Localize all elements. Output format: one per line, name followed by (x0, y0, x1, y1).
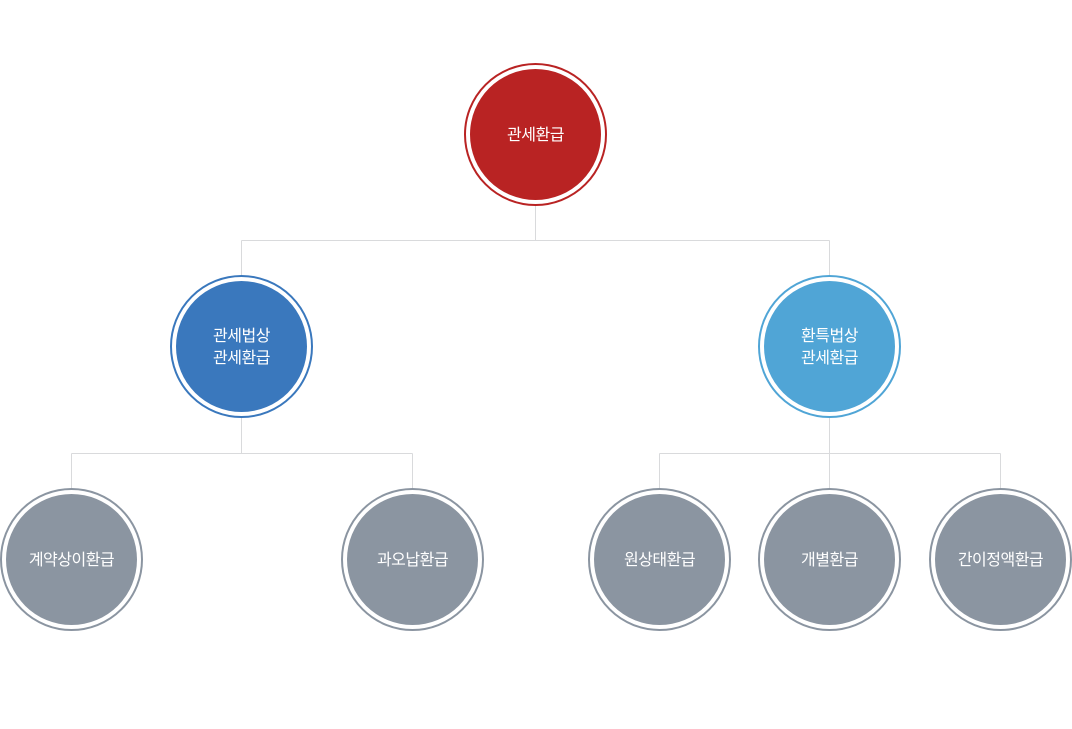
leaf-node-original-state: 원상태환급 (588, 488, 731, 631)
leaf-node-body: 원상태환급 (594, 494, 725, 625)
leaf-node-overpayment: 과오납환급 (341, 488, 484, 631)
leaf-node-body: 계약상이환급 (6, 494, 137, 625)
leaf-node-body: 간이정액환급 (935, 494, 1066, 625)
leaf-node-contract-discrepancy: 계약상이환급 (0, 488, 143, 631)
branch-node-label-line2: 관세환급 (801, 347, 858, 367)
branch-node-customs-act-body: 관세법상 관세환급 (176, 281, 307, 412)
leaf-node-body: 개별환급 (764, 494, 895, 625)
branch-node-label-line1: 관세법상 (213, 325, 270, 345)
leaf-node-simplified-fixed: 간이정액환급 (929, 488, 1072, 631)
leaf-node-label: 계약상이환급 (28, 549, 115, 569)
branch-node-refund-act-body: 환특법상 관세환급 (764, 281, 895, 412)
branch-node-refund-act: 환특법상 관세환급 (758, 275, 901, 418)
branch-node-customs-act: 관세법상 관세환급 (170, 275, 313, 418)
leaf-node-label: 간이정액환급 (957, 549, 1044, 569)
root-node-body: 관세환급 (470, 69, 601, 200)
branch-node-label-line2: 관세환급 (213, 347, 270, 367)
leaf-node-label: 개별환급 (801, 549, 858, 569)
branch-node-label-line1: 환특법상 (801, 325, 858, 345)
leaf-node-body: 과오납환급 (347, 494, 478, 625)
root-node: 관세환급 (464, 63, 607, 206)
leaf-node-individual: 개별환급 (758, 488, 901, 631)
root-node-label: 관세환급 (507, 124, 564, 144)
leaf-node-label: 원상태환급 (623, 549, 696, 569)
leaf-node-label: 과오납환급 (376, 549, 449, 569)
